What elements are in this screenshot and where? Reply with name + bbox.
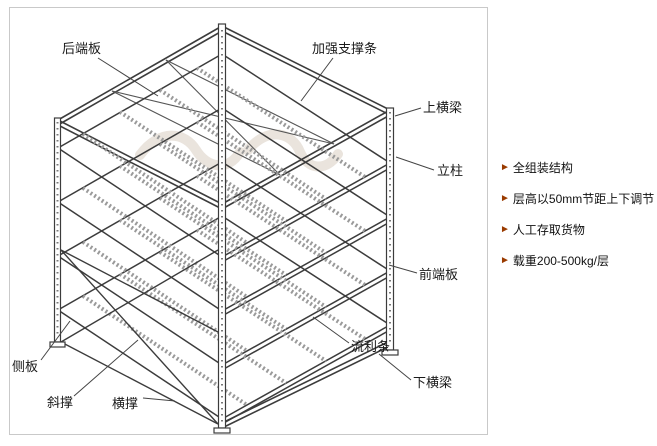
feature-list: ► 全组装结构 ► 层高以50mm节距上下调节 ► 人工存取货物 ► 载重200… <box>500 161 654 285</box>
feature-text: 人工存取货物 <box>512 223 585 237</box>
feature-text: 载重200-500kg/层 <box>512 254 609 268</box>
front-end-plate-label: 前端板 <box>419 267 458 282</box>
upright-column-label: 立柱 <box>437 163 463 178</box>
bottom-beam <box>221 340 391 429</box>
feature-text: 全组装结构 <box>512 161 573 175</box>
feature-item: ► 人工存取货物 <box>500 223 654 237</box>
bullet-arrow-icon: ► <box>500 162 510 173</box>
bullet-arrow-icon: ► <box>500 193 510 204</box>
post-feet <box>49 341 399 434</box>
leader-lines <box>40 57 435 402</box>
feature-item: ► 载重200-500kg/层 <box>500 254 654 268</box>
post-holes <box>56 30 391 424</box>
upright-posts <box>53 23 395 429</box>
shelf-frames <box>57 53 391 425</box>
flow-rails <box>81 66 367 407</box>
side-braces <box>60 249 219 425</box>
top-beam-label: 上横梁 <box>423 100 462 115</box>
diagram-border-frame <box>9 7 488 435</box>
reinforcing-bar-label: 加强支撑条 <box>312 41 377 56</box>
side-plate-label: 侧板 <box>12 359 38 374</box>
bullet-arrow-icon: ► <box>500 224 510 235</box>
bottom-beam-label: 下横梁 <box>413 375 452 390</box>
bullet-arrow-icon: ► <box>500 255 510 266</box>
feature-item: ► 全组装结构 <box>500 161 654 175</box>
feature-text: 层高以50mm节距上下调节 <box>512 192 655 206</box>
horizontal-brace-label: 横撑 <box>112 396 138 411</box>
feature-item: ► 层高以50mm节距上下调节 <box>500 192 654 206</box>
rear-end-plate-label: 后端板 <box>62 41 101 56</box>
diagonal-brace-label: 斜撑 <box>47 395 73 410</box>
flow-rail-label: 流利条 <box>351 339 390 354</box>
